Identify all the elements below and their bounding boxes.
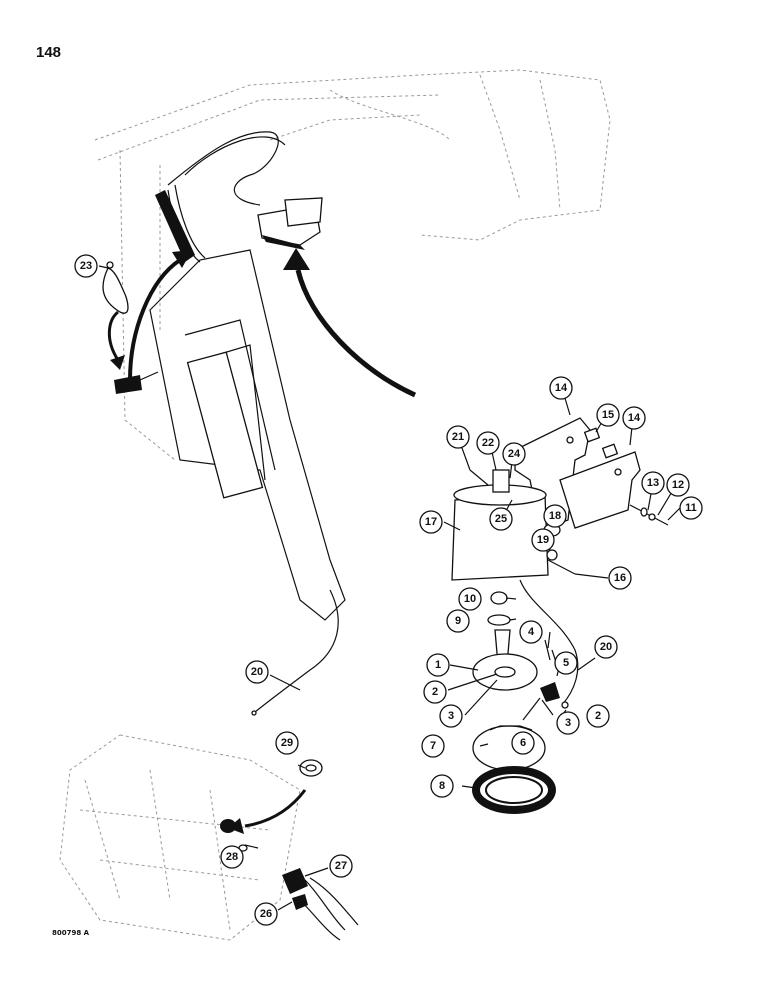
clamp-part-25 <box>102 261 129 314</box>
callout-22: 22 <box>476 431 500 455</box>
svg-text:14: 14 <box>628 412 641 424</box>
svg-text:28: 28 <box>226 851 238 863</box>
callout-14-b: 14 <box>622 406 646 430</box>
roof-mount-bracket <box>257 197 323 250</box>
ghost-loader-frame <box>94 69 611 461</box>
svg-text:26: 26 <box>260 908 272 920</box>
wire-connector <box>114 371 159 394</box>
callout-6: 6 <box>511 731 535 755</box>
callout-15: 15 <box>596 403 620 427</box>
svg-text:10: 10 <box>464 593 476 605</box>
callout-9: 9 <box>446 609 470 633</box>
callout-19: 19 <box>531 528 555 552</box>
svg-text:5: 5 <box>563 657 569 669</box>
svg-text:3: 3 <box>565 717 571 729</box>
callout-12: 12 <box>666 473 690 497</box>
svg-text:18: 18 <box>549 510 561 522</box>
figure-code: 800798 A <box>52 929 90 937</box>
svg-text:15: 15 <box>602 409 614 421</box>
svg-text:11: 11 <box>685 502 697 514</box>
callout-29: 29 <box>275 731 299 755</box>
callout-10: 10 <box>458 587 482 611</box>
svg-text:14: 14 <box>555 382 568 394</box>
svg-text:13: 13 <box>647 477 659 489</box>
wire-connectors-26-27 <box>282 868 359 941</box>
callout-26: 26 <box>254 902 278 926</box>
callout-24: 25 <box>489 507 513 531</box>
callout-28: 28 <box>220 845 244 869</box>
wire-harness-20 <box>251 589 339 716</box>
callout-4: 4 <box>519 620 543 644</box>
callout-5: 5 <box>554 651 578 675</box>
svg-text:2: 2 <box>432 686 438 698</box>
callout-2-a: 2 <box>423 680 447 704</box>
svg-text:2: 2 <box>595 710 601 722</box>
svg-text:8: 8 <box>439 780 445 792</box>
page-number: 148 <box>36 44 62 61</box>
callout-21: 21 <box>446 425 470 449</box>
svg-text:4: 4 <box>528 626 535 638</box>
svg-text:17: 17 <box>425 516 437 528</box>
callout-23: 24 <box>502 442 526 466</box>
svg-text:7: 7 <box>430 740 436 752</box>
horn-switch-parts <box>220 759 323 852</box>
svg-text:6: 6 <box>520 737 526 749</box>
svg-text:19: 19 <box>537 534 549 546</box>
callout-25: 23 <box>74 254 98 278</box>
loader-arm <box>149 131 346 621</box>
callout-7: 7 <box>421 734 445 758</box>
callout-18: 18 <box>543 504 567 528</box>
callout-16: 16 <box>608 566 632 590</box>
svg-text:9: 9 <box>455 615 461 627</box>
callout-13: 13 <box>641 471 665 495</box>
callout-20-arm: 20 <box>245 660 269 684</box>
svg-text:21: 21 <box>452 431 464 443</box>
lower-frame <box>59 734 301 941</box>
callout-14-a: 14 <box>549 376 573 400</box>
svg-text:1: 1 <box>435 659 441 671</box>
svg-text:20: 20 <box>251 666 263 678</box>
arrow-to-bracket <box>283 248 417 398</box>
svg-text:20: 20 <box>600 641 612 653</box>
svg-text:3: 3 <box>448 710 454 722</box>
svg-text:27: 27 <box>335 860 347 872</box>
callout-11: 11 <box>679 496 703 520</box>
leader-lines <box>98 265 681 911</box>
callout-1: 1 <box>426 653 450 677</box>
callout-20-right: 20 <box>594 635 618 659</box>
svg-text:22: 22 <box>482 437 494 449</box>
callout-17: 17 <box>419 510 443 534</box>
callout-27: 27 <box>329 854 353 878</box>
svg-text:23: 23 <box>80 260 92 272</box>
callout-8: 8 <box>430 774 454 798</box>
callout-3-a: 3 <box>439 704 463 728</box>
svg-text:12: 12 <box>672 479 684 491</box>
callout-2-b: 2 <box>586 704 610 728</box>
svg-text:24: 24 <box>508 448 521 460</box>
light-housing-assembly <box>451 417 669 814</box>
arrow-to-arm <box>107 250 192 381</box>
svg-text:25: 25 <box>495 513 507 525</box>
svg-text:16: 16 <box>614 572 626 584</box>
callout-3-b: 3 <box>556 711 580 735</box>
svg-text:29: 29 <box>281 737 293 749</box>
